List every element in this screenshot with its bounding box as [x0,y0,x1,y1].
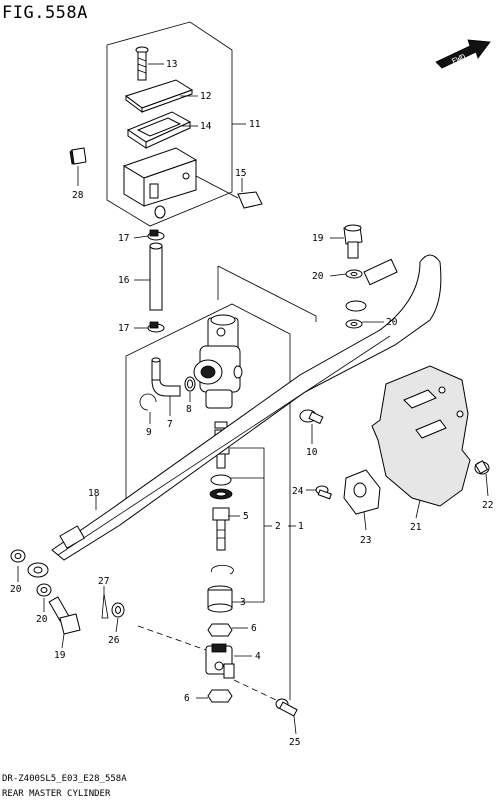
hose-clamp-lower [147,321,165,333]
callout-20-lower-2: 20 [36,614,48,625]
banjo-bolt-upper [343,224,363,259]
callout-5: 5 [243,511,249,522]
leader-lines [17,63,489,735]
caution-label-sticker [69,147,87,165]
reservoir-cap [124,79,194,113]
callout-16: 16 [118,275,130,286]
assembly-centerline [137,625,207,651]
callout-18: 18 [88,488,100,499]
callout-numbers: 13 12 14 11 28 15 17 16 17 19 20 20 8 9 … [10,59,493,748]
guard-mount-bolt [474,460,490,475]
banjo-washer-lower-1 [10,549,26,563]
lock-nut-lower [207,689,233,703]
inlet-elbow-fitting [151,357,181,397]
reservoir-hose [149,242,163,311]
brake-hose [51,254,442,561]
push-rod-boot [207,585,233,613]
clevis-joint [205,643,235,679]
callout-6-lower: 6 [184,693,190,704]
elbow-circlip [139,393,157,411]
guard-bolt [299,409,324,425]
guard-bracket [343,469,381,515]
hose-clamp-upper [147,229,165,241]
hose-fitting-lower [27,525,86,578]
push-rod-circlip [211,564,234,575]
pin-centerline [233,679,277,701]
reservoir-body [122,147,198,219]
callout-23: 23 [360,535,371,546]
cotter-pin [101,593,109,619]
callout-17-upper: 17 [118,233,129,244]
callout-12: 12 [200,91,211,102]
callout-19-upper: 19 [312,233,324,244]
callout-20-lower: 20 [10,584,22,595]
reservoir-cap-screw [135,46,149,81]
callout-7: 7 [167,419,173,430]
piston-cup [209,474,233,500]
reservoir-diaphragm-plate [126,111,192,149]
callout-14: 14 [200,121,212,132]
figure-label: FIG.558A [2,3,88,23]
callout-3: 3 [240,597,246,608]
banjo-washer-upper-2 [345,319,363,329]
clevis-washer [111,602,125,618]
master-cylinder-body [193,314,243,409]
callout-15: 15 [235,168,246,179]
callout-9: 9 [146,427,152,438]
callout-2: 2 [275,521,281,532]
callout-6-upper: 6 [251,623,257,634]
banjo-washer-upper-1 [345,269,363,279]
callout-11: 11 [249,119,261,130]
callout-20-upper: 20 [312,271,324,282]
callout-17-lower: 17 [118,323,129,334]
bracket-screw [315,485,332,500]
callout-22: 22 [482,500,493,511]
push-rod [212,507,230,551]
callout-27: 27 [98,576,109,587]
callout-13: 13 [166,59,177,70]
callout-8: 8 [186,404,192,415]
callout-19-lower: 19 [54,650,66,661]
reservoir-group-frame [106,21,233,227]
callout-25: 25 [289,737,300,748]
master-cylinder-group-frame [125,265,317,700]
callout-10: 10 [306,447,318,458]
callout-21: 21 [410,522,422,533]
callout-28: 28 [72,190,84,201]
hose-fitting-upper [345,258,398,312]
elbow-o-ring [184,376,196,392]
fwd-arrow-badge: FWD [435,39,491,69]
diagram-caption: REAR MASTER CYLINDER [2,789,111,799]
callout-20-upper-2: 20 [386,317,398,328]
banjo-washer-lower-2 [36,583,52,597]
clevis-pin [275,698,298,717]
callout-24: 24 [292,486,304,497]
reservoir-mount-bolt [237,191,263,209]
model-code: DR-Z400SL5_E03_E28_558A [2,774,127,784]
banjo-bolt-lower [48,596,81,635]
master-cylinder-guard [371,365,471,507]
callout-4: 4 [255,651,261,662]
callout-1: 1 [298,521,304,532]
lock-nut-upper [207,623,233,637]
callout-26: 26 [108,635,120,646]
